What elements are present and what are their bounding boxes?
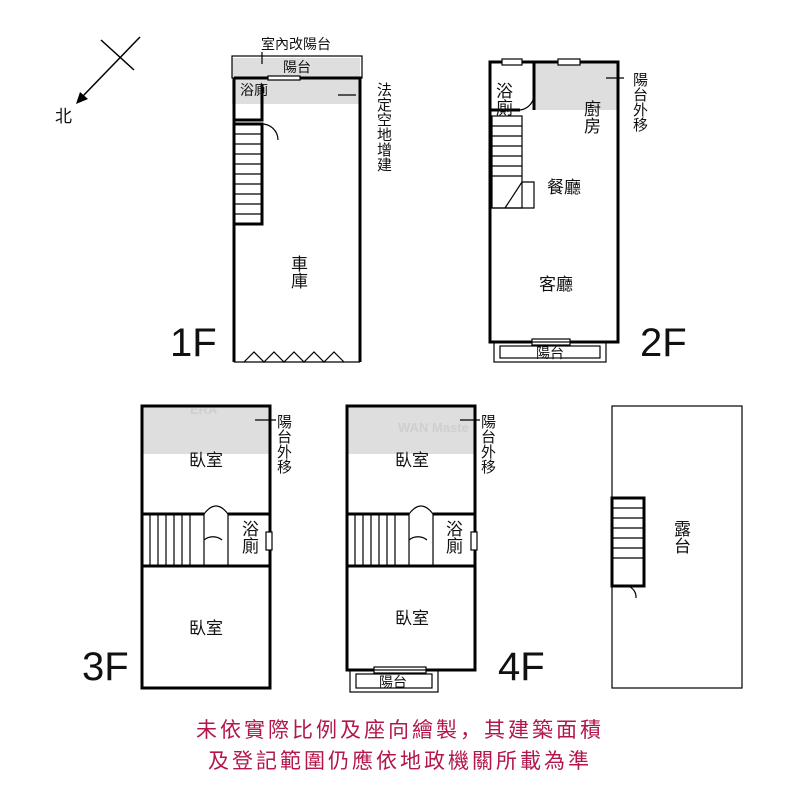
f3-bedroom-back-label: 臥室 xyxy=(189,619,223,639)
f4-balcony-label: 陽台 xyxy=(379,675,407,691)
floor-3-label: 3F xyxy=(82,645,129,689)
disclaimer-line-2: 及登記範圍仍應依地政機關所載為準 xyxy=(208,749,592,773)
f2-bathroom-label-line1: 浴廁 xyxy=(492,82,513,117)
watermark-right: WAN Maste xyxy=(398,420,469,435)
extension-note: 法定空地增建 xyxy=(375,82,393,172)
f1-window xyxy=(267,75,301,81)
f4-balcony-outline xyxy=(349,669,439,693)
f4-bathroom-label: 浴廁 xyxy=(442,520,463,555)
floor-1-label: 1F xyxy=(170,321,217,365)
roof-plan: 露台 xyxy=(610,405,743,689)
indoor-balcony-note: 室內改陽台 xyxy=(261,36,331,53)
north-arrow-icon xyxy=(76,92,88,104)
extension-shade xyxy=(232,76,360,104)
floor-2-label: 2F xyxy=(640,321,687,365)
f3-bathroom-label: 浴廁 xyxy=(238,520,259,555)
f2-balcony-inner xyxy=(499,345,601,359)
f4-mid-walls xyxy=(347,512,475,568)
f1-bath-wall xyxy=(234,84,264,122)
f2-window-left xyxy=(501,58,523,66)
f4-front-shade xyxy=(347,406,474,454)
f3-mid-walls xyxy=(142,512,270,568)
f2-balcony-moved-note: 陽台外移 xyxy=(631,72,649,132)
kitchen-shade xyxy=(534,62,618,110)
compass-cross-line xyxy=(100,39,135,71)
f1-stair xyxy=(232,122,279,226)
garage-label-line1: 車庫 xyxy=(287,255,308,289)
f1-balcony-label: 陽台 xyxy=(283,60,311,76)
floor-3-plan: ERA 陽台外移 臥室 浴廁 臥室 3F xyxy=(82,402,293,690)
f2-window-right xyxy=(557,58,581,66)
floor-1-plan: 室內改陽台 陽台 浴廁 法定空地增建 車庫 1F xyxy=(170,36,393,365)
disclaimer-line-1: 未依實際比例及座向繪製，其建築面積 xyxy=(196,718,604,742)
f4-balcony-moved-note: 陽台外移 xyxy=(479,414,497,474)
kitchen-label: 廚房 xyxy=(580,99,601,135)
f1-bathroom-label: 浴廁 xyxy=(240,82,268,99)
floor-4-plan: WAN Maste 陽台外移 臥室 浴廁 臥室 陽台 4F xyxy=(345,404,545,693)
f3-bath-window xyxy=(265,531,273,551)
f3-bedroom-front-label: 臥室 xyxy=(189,451,223,471)
f3-front-shade xyxy=(142,406,270,454)
f2-bath-wall xyxy=(490,62,536,112)
indoor-balcony-shade xyxy=(232,58,360,76)
f2-balcony-outline xyxy=(493,341,607,363)
floor-4-label: 4F xyxy=(498,645,545,689)
compass-arrow-line xyxy=(81,36,141,98)
f2-stair xyxy=(491,115,535,209)
terrace-label: 露台 xyxy=(670,520,691,554)
f4-balcony-inner xyxy=(355,673,433,689)
f2-balcony-label: 陽台 xyxy=(536,346,564,362)
f4-bedroom-front-label: 臥室 xyxy=(395,451,429,471)
watermark-left: ERA xyxy=(190,402,218,417)
roof-stair xyxy=(610,496,646,599)
f1-garage-door xyxy=(234,351,360,363)
f4-bedroom-back-label: 臥室 xyxy=(395,609,429,629)
north-label: 北 xyxy=(55,107,72,127)
floor-2-plan: 浴廁 廚房 陽台外移 餐廳 客廳 陽台 2F xyxy=(488,58,687,365)
dining-label: 餐廳 xyxy=(547,178,581,198)
f4-bath-window xyxy=(470,531,478,551)
compass: 北 xyxy=(55,36,141,127)
living-label: 客廳 xyxy=(539,275,573,295)
f2-bath-door-swing xyxy=(519,95,535,111)
f3-balcony-moved-note: 陽台外移 xyxy=(275,414,293,474)
